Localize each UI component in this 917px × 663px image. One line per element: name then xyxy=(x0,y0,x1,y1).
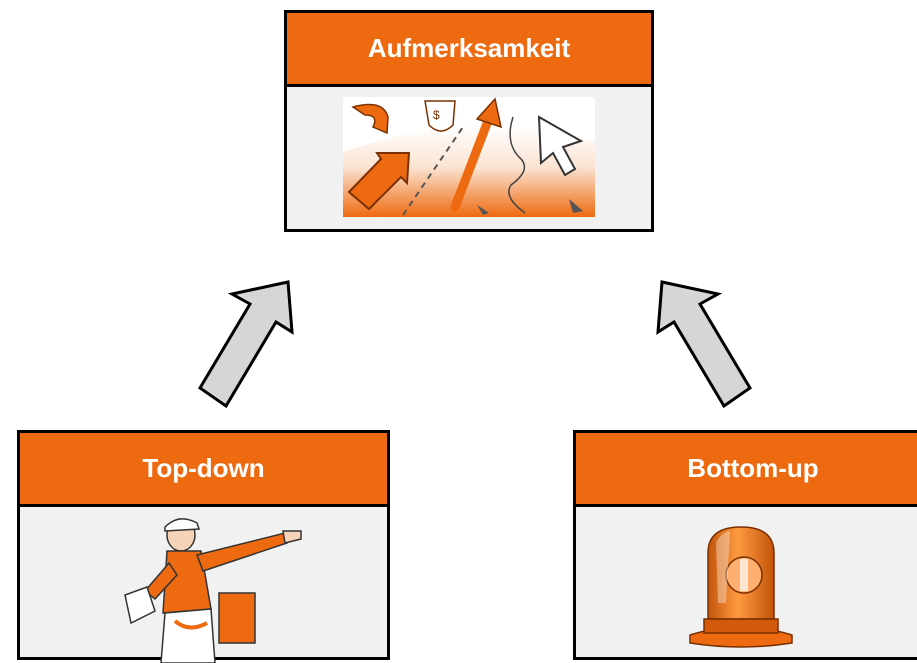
attention-box-title: Aufmerksamkeit xyxy=(287,13,651,87)
top-down-box-body xyxy=(20,507,387,663)
up-arrow-right-icon xyxy=(656,280,753,409)
bottom-up-box-body xyxy=(576,507,917,657)
pointing-person-illustration xyxy=(124,518,302,663)
attention-arrows-illustration: $ xyxy=(343,97,595,217)
bottom-up-box-title: Bottom-up xyxy=(576,433,917,507)
bottom-up-box: Bottom-up xyxy=(573,430,917,660)
svg-text:$: $ xyxy=(433,108,440,122)
up-arrow-left-icon xyxy=(197,280,294,409)
siren-light-illustration xyxy=(689,526,793,648)
attention-box: Aufmerksamkeit $ xyxy=(284,10,654,232)
top-down-box-title: Top-down xyxy=(20,433,387,507)
attention-box-body: $ xyxy=(287,87,651,232)
top-down-box: Top-down xyxy=(17,430,390,663)
